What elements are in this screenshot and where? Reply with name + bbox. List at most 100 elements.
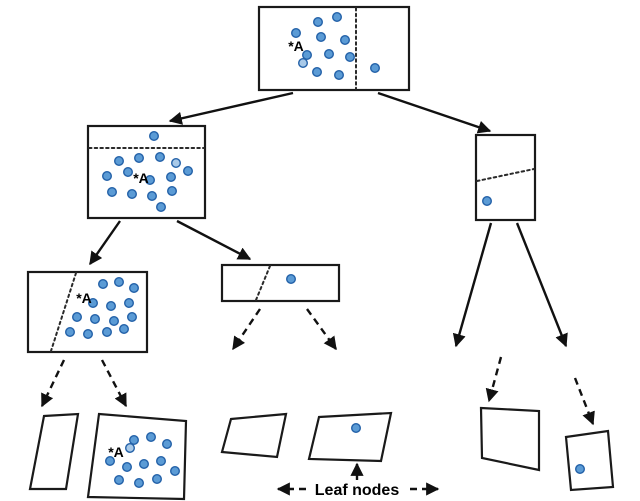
node-level2-left-points [101,130,193,212]
data-point [89,314,100,325]
leaf-node-4-single-dot [307,411,393,463]
data-point [133,152,144,163]
leaf-node-3-empty [220,412,288,459]
data-point [138,459,149,470]
data-point [82,329,93,340]
leaf-node-1-empty [28,412,80,491]
leaf-node-1-shape [28,412,80,491]
data-point [154,151,165,162]
edge-l3middle-to-leaf4 [306,308,337,351]
edge-root-to-right-child [377,91,492,134]
node-level3-middle [220,263,341,303]
data-point [113,155,124,166]
point-a-label: *A [288,38,304,54]
data-point [124,443,135,454]
leaf-nodes-label: Leaf nodes [315,482,400,499]
node-level3-left-points [64,277,139,340]
point-a-label: *A [133,170,149,186]
data-point [133,478,144,489]
data-point [345,52,356,63]
leaf-node-2-points [104,432,180,489]
data-point [155,456,166,467]
point-a-label: *A [108,444,124,460]
node-level2-right [474,133,537,222]
edge-right-to-leaf5 [485,356,503,403]
data-point [148,130,159,141]
edge-leftchild-to-l3left [89,220,121,266]
data-point [312,66,323,77]
tree-edges-dashed [40,308,595,426]
leaf-node-4-points [351,423,362,434]
data-point [113,475,124,486]
data-point [97,279,108,290]
leaf-node-2-with-a: *A [86,412,188,501]
node-root-box [257,5,411,92]
node-level3-middle-points [286,274,297,285]
data-point [302,50,313,61]
node-level2-left: *A [86,124,207,220]
data-point [128,435,139,446]
data-point [105,301,116,312]
data-point [169,466,180,477]
tree-edges-solid [89,91,568,348]
data-point [165,171,176,182]
edge-rightchild-down-left [452,222,493,348]
data-point [298,58,309,69]
node-level3-left: *A [26,270,149,354]
leaf-node-3-shape [220,412,288,459]
node-level3-left-box [26,270,149,354]
data-point [170,157,181,168]
data-point [146,190,157,201]
data-point [144,174,155,185]
edge-l3middle-to-leaf3 [232,308,261,351]
data-point [291,28,302,39]
data-point [370,63,381,74]
data-point [166,185,177,196]
data-point [182,165,193,176]
data-point [151,474,162,485]
data-point [122,166,133,177]
data-point [334,69,345,80]
data-point [101,170,112,181]
data-point [316,32,327,43]
leaf-node-5-empty [479,406,541,472]
data-point [128,283,139,294]
data-point [482,195,493,206]
node-level3-middle-box [220,263,341,303]
data-point [118,324,129,335]
data-point [145,432,156,443]
data-point [126,312,137,323]
data-point [332,11,343,23]
data-point [155,201,166,212]
data-point [104,456,115,467]
data-point [113,277,124,288]
data-point [71,312,82,323]
edge-rightchild-down-right [515,222,568,348]
data-point [575,464,586,475]
data-point [286,274,297,285]
data-point [108,316,119,327]
node-level2-right-split-line [476,168,535,182]
node-root-points [291,11,381,80]
data-point [123,298,134,309]
edge-leftchild-to-l3middle [176,219,252,261]
node-root: *A [257,5,411,92]
node-level3-left-split-line [50,272,77,352]
data-point [64,327,75,338]
node-level2-right-box [474,133,537,222]
data-point [351,423,362,434]
node-level2-right-points [482,195,493,206]
leaf-node-4-shape [307,411,393,463]
leaf-node-5-shape [479,406,541,472]
data-point [340,35,351,46]
data-point [106,186,117,197]
edge-l3left-to-leaf2 [100,359,128,408]
node-level3-middle-split-line [255,265,271,301]
data-point [101,327,112,338]
data-point [161,439,172,450]
leaf-node-6-points [575,464,586,475]
data-point [313,17,324,28]
data-point [126,188,137,199]
